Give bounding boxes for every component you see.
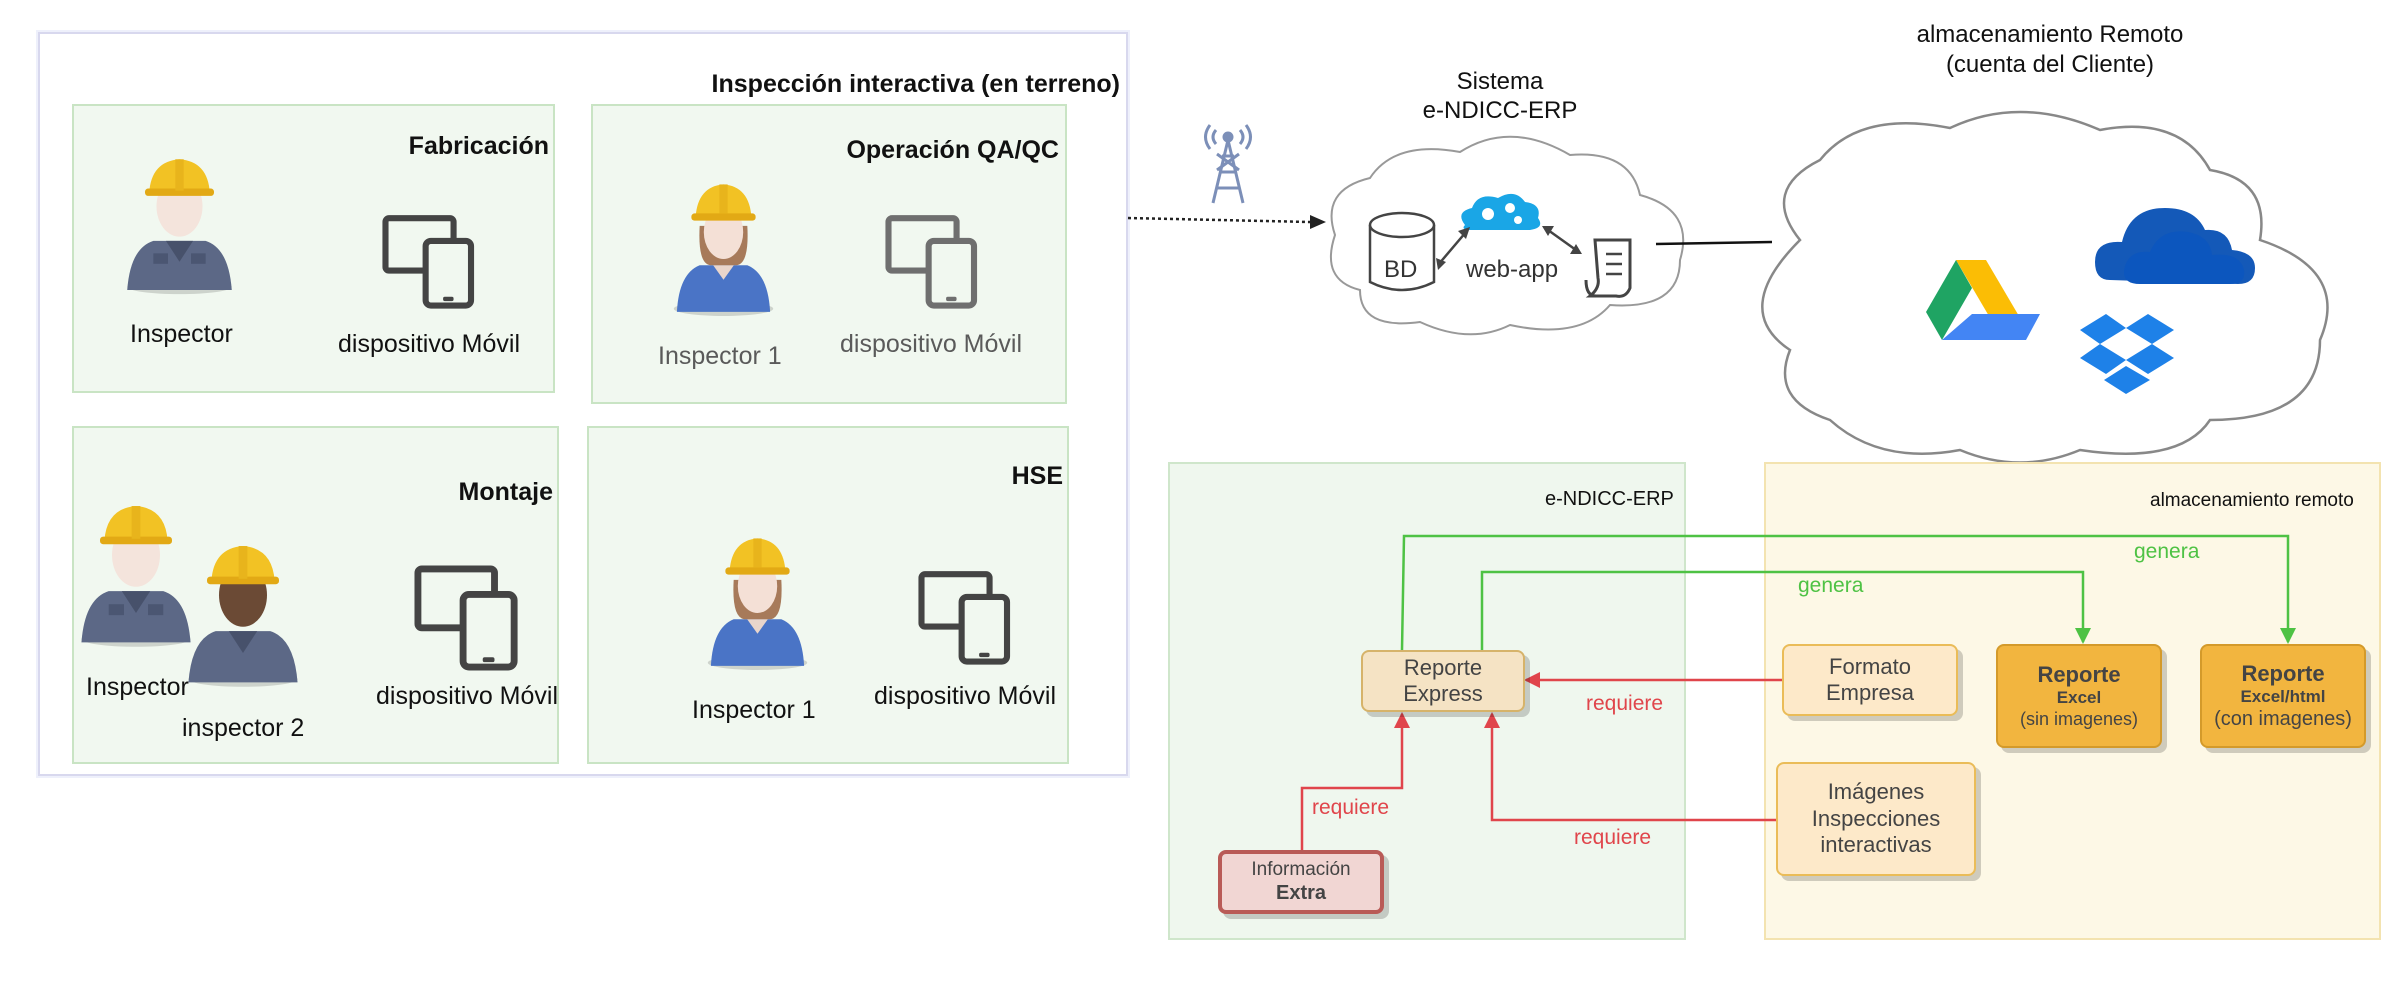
mobile-device-icon xyxy=(418,569,514,667)
woman-inspector-icon xyxy=(707,538,808,670)
node-line: interactivas xyxy=(1820,832,1932,858)
requiere-label: requiere xyxy=(1574,826,1652,849)
remote-title-line: almacenamiento Remoto xyxy=(1916,21,2184,48)
genera-arrow xyxy=(1400,534,2290,651)
reporte-express-node: Reporte Express xyxy=(1361,650,1525,712)
database-icon xyxy=(1368,211,1436,292)
node-line: Empresa xyxy=(1825,680,1915,705)
remote-title: almacenamiento Remoto (cuenta del Client… xyxy=(1870,20,2230,80)
node-line: Reporte xyxy=(2241,660,2325,686)
node-line: Extra xyxy=(1275,882,1327,905)
requiere-label: requiere xyxy=(1586,692,1664,715)
device-label: dispositivo Móvil xyxy=(874,682,1057,710)
mobile-device-icon xyxy=(888,218,974,305)
worker-icon xyxy=(127,159,232,295)
left-icons-layer xyxy=(81,159,1130,687)
inspection-frame xyxy=(38,32,1128,776)
requiere-label: requiere xyxy=(1312,796,1390,819)
node-line: (sin imagenes) xyxy=(2019,708,2139,729)
person-label: Inspector xyxy=(130,320,233,348)
top-right-layer xyxy=(1127,110,2329,464)
dropbox-icon xyxy=(2080,314,2174,394)
person-label: Inspector xyxy=(86,673,189,701)
requiere-arrow xyxy=(1300,714,1404,850)
panel-title: Fabricación xyxy=(408,132,549,160)
mobile-device-icon xyxy=(385,218,471,305)
panel-qa-qc: Operación QA/QC xyxy=(591,104,1067,404)
requiere-arrow xyxy=(1490,714,1776,822)
system-title-line: Sistema xyxy=(1456,68,1544,95)
woman-inspector-icon xyxy=(673,184,774,316)
connection-arrow xyxy=(1547,228,1577,252)
node-line: Excel xyxy=(2056,688,2102,708)
system-title: Sistema e-NDICC-ERP xyxy=(1400,68,1600,126)
panel-title: HSE xyxy=(1011,462,1063,490)
remote-storage-cloud xyxy=(1761,110,2329,464)
person-label: inspector 2 xyxy=(182,714,305,742)
panel-title: Operación QA/QC xyxy=(846,136,1059,164)
person-label: Inspector 1 xyxy=(658,342,782,370)
node-line: Información xyxy=(1251,858,1351,880)
node-line: Reporte xyxy=(1403,654,1483,680)
google-drive-icon xyxy=(1926,260,2040,340)
device-label: dispositivo Móvil xyxy=(338,330,521,358)
inspection-title: Inspección interactiva (en terreno) xyxy=(711,70,1120,98)
person-label: Inspector 1 xyxy=(692,696,816,724)
connection-arrow xyxy=(1127,216,1311,224)
informacion-extra-node: Información Extra xyxy=(1218,850,1384,914)
genera-label: genera xyxy=(2134,540,2200,563)
remote-zone-label: almacenamiento remoto xyxy=(2150,490,2354,511)
node-line: Formato xyxy=(1829,653,1911,679)
script-document-icon xyxy=(1584,238,1632,298)
panel-title: Montaje xyxy=(458,478,553,506)
node-line: Express xyxy=(1403,681,1483,706)
db-label: BD xyxy=(1384,256,1418,283)
imagenes-node: Imágenes Inspecciones interactivas xyxy=(1776,762,1976,876)
node-line: Reporte xyxy=(2037,661,2121,687)
formato-empresa-node: Formato Empresa xyxy=(1782,644,1958,716)
remote-title-line: (cuenta del Cliente) xyxy=(1945,51,2155,78)
erp-zone-label: e-NDICC-ERP xyxy=(1545,488,1674,510)
flow-arrows-layer xyxy=(1300,534,2296,850)
node-line: Excel/html xyxy=(2240,687,2326,706)
system-title-line: e-NDICC-ERP xyxy=(1422,96,1578,124)
worker-icon xyxy=(188,546,298,687)
device-label: dispositivo Móvil xyxy=(840,330,1023,358)
node-line: (con imagenes) xyxy=(2214,708,2352,731)
worker-icon xyxy=(81,506,191,647)
device-label: dispositivo Móvil xyxy=(376,682,559,710)
node-line: Imágenes xyxy=(1827,779,1925,805)
reporte-excel-html-node: Reporte Excel/html (con imagenes) xyxy=(2200,644,2366,748)
mobile-device-icon xyxy=(921,574,1007,661)
connection-arrow xyxy=(1437,231,1467,266)
connection-line xyxy=(1655,240,1773,246)
reporte-excel-node: Reporte Excel (sin imagenes) xyxy=(1996,644,2162,748)
webapp-label: web-app xyxy=(1466,256,1559,283)
gears-cloud-icon xyxy=(1461,193,1541,230)
genera-label: genera xyxy=(1798,574,1864,597)
antenna-icon xyxy=(1204,124,1252,204)
genera-arrow xyxy=(1480,570,2085,650)
node-line: Inspecciones xyxy=(1811,805,1941,831)
